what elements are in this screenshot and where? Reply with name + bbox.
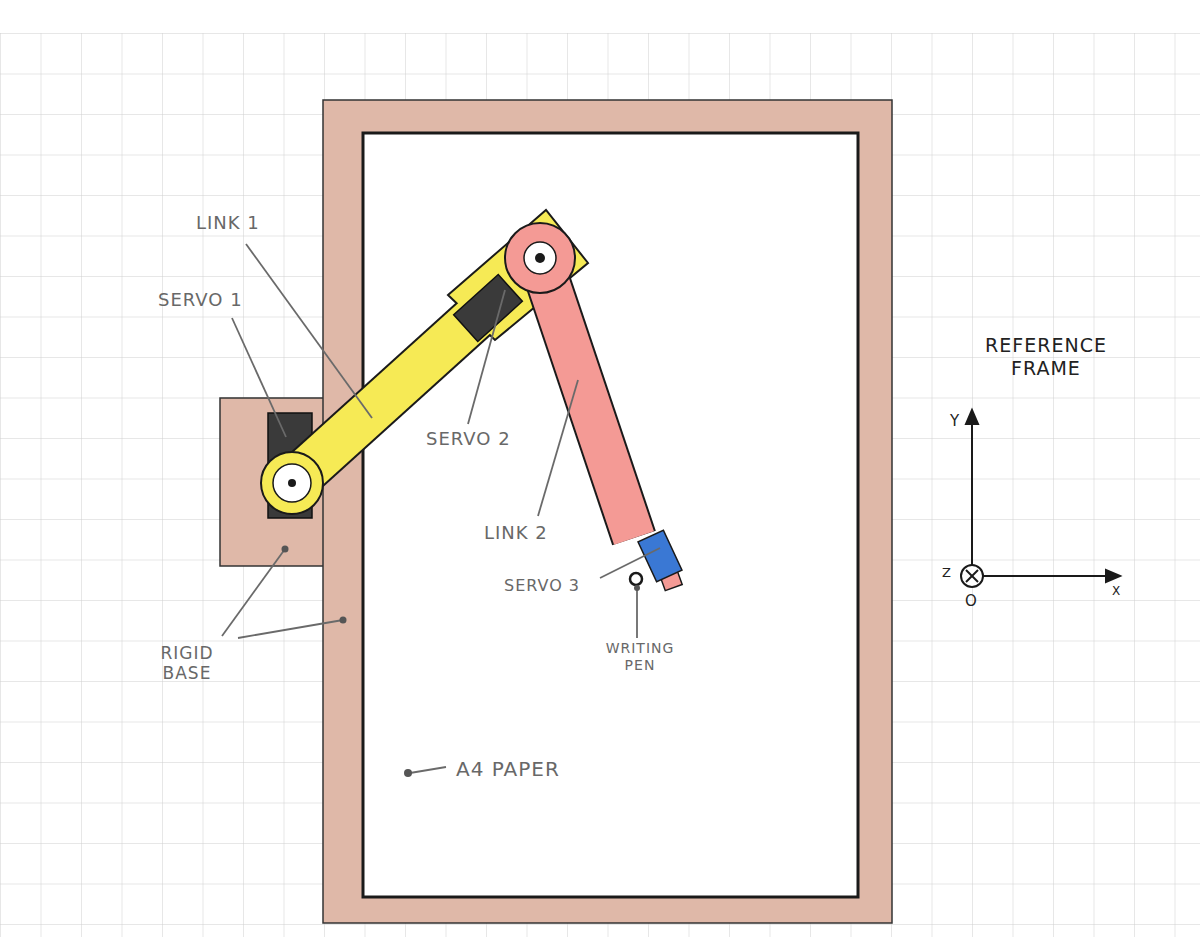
axis-label: Y xyxy=(950,412,970,430)
leader-dot xyxy=(340,617,347,624)
link-2 xyxy=(540,258,634,538)
axis-label: Z xyxy=(942,565,962,581)
joint-2 xyxy=(505,223,575,293)
axis-label: X xyxy=(1112,584,1132,598)
leader-dot xyxy=(282,546,289,553)
y-arrowhead xyxy=(966,410,978,424)
leader-line xyxy=(232,318,286,437)
origin-label: O xyxy=(965,592,985,610)
base-block xyxy=(220,398,326,566)
leader-line xyxy=(468,290,505,424)
leader-dot xyxy=(634,585,640,591)
z-axis-symbol xyxy=(961,565,983,587)
part-label: SERVO 2 xyxy=(426,428,536,450)
z-axis-cross xyxy=(966,570,978,582)
part-label: SERVO 1 xyxy=(158,289,268,311)
part-label: LINK 2 xyxy=(484,522,584,544)
leader-line xyxy=(538,380,578,516)
x-axis xyxy=(972,575,1112,577)
base-frame xyxy=(323,100,892,923)
a4-paper xyxy=(363,133,858,897)
frame-title: REFERENCE FRAME xyxy=(966,334,1126,380)
joint-1 xyxy=(261,452,323,514)
y-axis xyxy=(971,418,973,576)
leader-line xyxy=(410,767,446,773)
part-label: LINK 1 xyxy=(196,212,296,234)
pen-tip xyxy=(630,573,642,585)
part-label: SERVO 3 xyxy=(504,576,614,595)
leader-dot xyxy=(404,769,412,777)
joint-1-hub xyxy=(273,464,311,502)
part-label: WRITING PEN xyxy=(598,640,682,674)
servo-2 xyxy=(454,275,523,342)
joint-2-pin xyxy=(535,253,545,263)
joint-2-hub xyxy=(524,242,556,274)
part-label: RIGID BASE xyxy=(152,643,222,684)
part-label: A4 PAPER xyxy=(456,757,596,781)
x-arrowhead xyxy=(1106,570,1120,582)
grid-paper xyxy=(0,33,1200,937)
joint-1-pin xyxy=(288,479,296,487)
leader-line xyxy=(636,588,638,638)
z-axis-cross xyxy=(966,570,978,582)
leader-line xyxy=(238,620,343,638)
leader-line xyxy=(222,549,285,636)
leader-line xyxy=(600,548,660,578)
link-2-outline xyxy=(540,258,634,538)
